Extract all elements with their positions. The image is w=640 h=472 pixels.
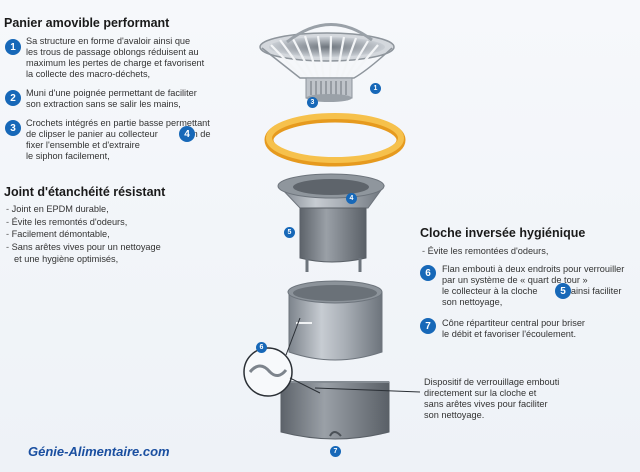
siphon-base [280, 381, 390, 440]
watermark: Génie-Alimentaire.com [28, 444, 170, 459]
panier-item-3: Crochets intégrés en partie basse permet… [26, 118, 211, 161]
panier-item-2: Muni d'une poignée permettant de facilit… [26, 88, 197, 109]
cloche-num-6: 6 [420, 265, 436, 281]
marker-1: 1 [370, 83, 381, 94]
joint-item: Facilement démontable, [6, 228, 256, 241]
cloche-title: Cloche inversée hygiénique [420, 226, 586, 240]
locking-note: Dispositif de verrouillage embouti direc… [424, 377, 560, 420]
joint-item: Joint en EPDM durable, [6, 203, 256, 216]
marker-4: 4 [346, 193, 357, 204]
collector [277, 173, 385, 272]
cloche-item-0: Évite les remontées d'odeurs, [422, 245, 632, 258]
locking-detail-callout [243, 317, 421, 397]
panier-item-1: Sa structure en forme d'avaloir ainsi qu… [26, 36, 205, 79]
cloche-item-7: Cône répartiteur central pour briser le … [442, 318, 585, 339]
cloche-num-7: 7 [420, 318, 436, 334]
cloche-ref-5: 5 [555, 283, 571, 299]
marker-5: 5 [284, 227, 295, 238]
cloche-item-6: Flan embouti à deux endroits pour verrou… [442, 264, 625, 307]
marker-7: 7 [330, 446, 341, 457]
panier-num-1: 1 [5, 39, 21, 55]
panier-ref-4: 4 [179, 126, 195, 142]
joint-list: Joint en EPDM durable, Évite les remonté… [6, 203, 256, 266]
marker-3: 3 [307, 97, 318, 108]
joint-item-cont: et une hygiène optimisés, [14, 254, 119, 264]
joint-title: Joint d'étanchéité résistant [4, 185, 166, 199]
joint-item: Évite les remontés d'odeurs, [6, 216, 256, 229]
panier-num-2: 2 [5, 90, 21, 106]
panier-title: Panier amovible performant [4, 16, 170, 30]
joint-item: Sans arêtes vives pour un nettoyage [6, 241, 256, 254]
panier-num-3: 3 [5, 120, 21, 136]
marker-6: 6 [256, 342, 267, 353]
bell [287, 280, 383, 361]
gasket [264, 113, 406, 167]
